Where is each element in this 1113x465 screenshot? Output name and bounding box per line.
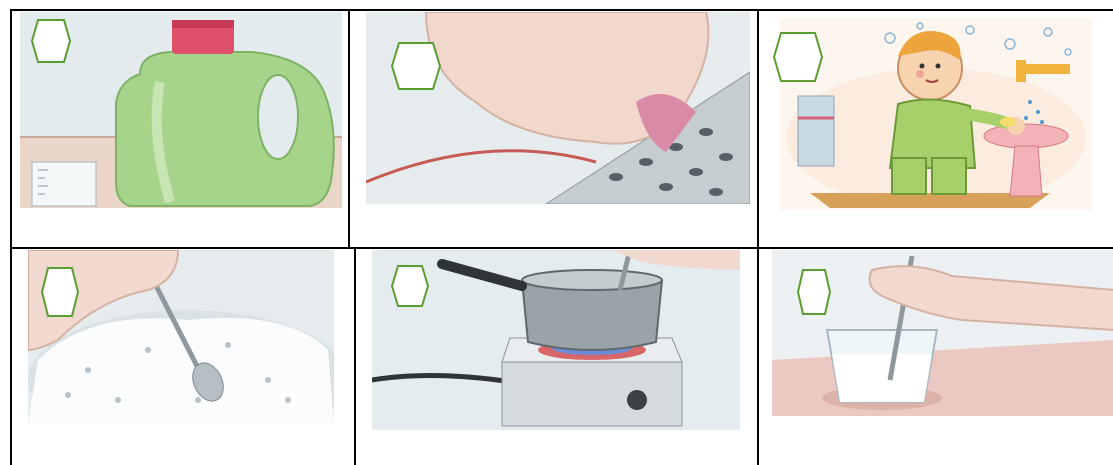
step-number-badge [796, 267, 832, 317]
child-washing-hands-icon [780, 18, 1092, 210]
table-divider-row1-a [348, 9, 350, 249]
step-number-badge [30, 17, 72, 65]
step-number-badge [390, 263, 430, 309]
step-number-badge [389, 40, 443, 92]
step-number-badge [771, 30, 825, 84]
step-number-badge [40, 265, 80, 319]
table-border-left [10, 9, 12, 465]
table-divider-row2-a [354, 247, 356, 465]
table-divider-row2-b [757, 247, 759, 465]
table-border-middle [10, 247, 1113, 249]
table-border-top [10, 9, 1113, 11]
panel-washing-hands [780, 18, 1092, 210]
table-divider-row1-b [757, 9, 759, 249]
